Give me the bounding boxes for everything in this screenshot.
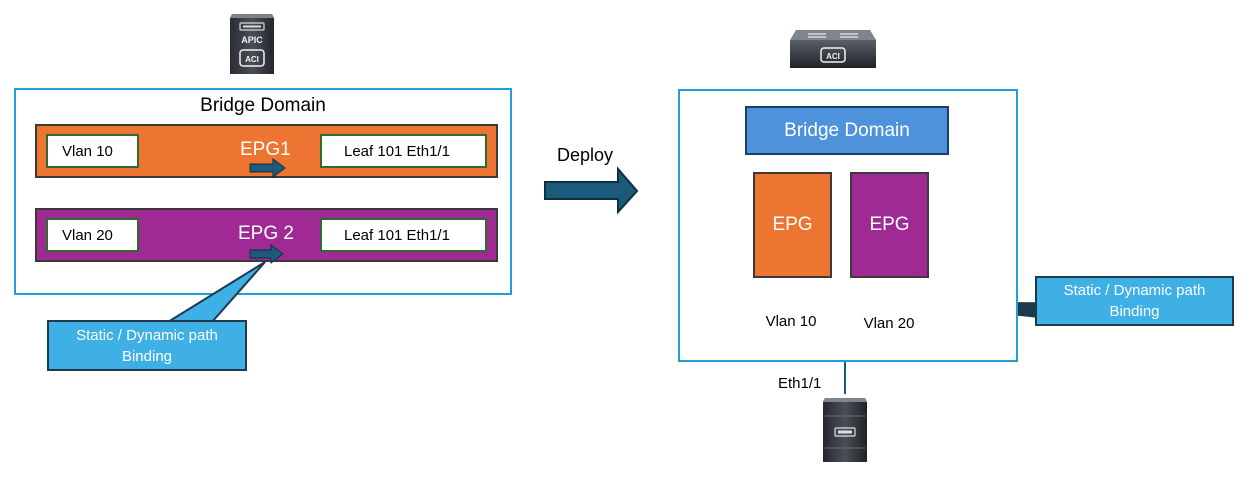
right-bridge-domain-box: Bridge Domain — [745, 106, 949, 155]
epg1-small-arrow — [249, 158, 286, 178]
server-icon — [821, 396, 869, 464]
epg2-label: EPG 2 — [238, 223, 294, 244]
left-callout-pointer — [164, 261, 266, 323]
deploy-label: Deploy — [557, 145, 614, 165]
left-callout-line2: Binding — [121, 347, 173, 365]
right-callout-line2: Binding — [1109, 303, 1160, 320]
switch-icon-label: ACI — [826, 52, 840, 61]
port-label: Eth1/1 — [778, 375, 822, 392]
apic-icon-sub: ACI — [245, 55, 259, 64]
right-callout-line1: Static / Dynamic path — [1063, 282, 1206, 299]
left-callout-box: Static / Dynamic path Binding — [47, 320, 247, 371]
left-callout-line1: Static / Dynamic path — [76, 326, 218, 344]
apic-icon-label: APIC — [241, 35, 263, 45]
apic-controller-icon: APIC ACI — [228, 10, 276, 76]
right-vlan10-label: Vlan 10 — [765, 313, 817, 330]
right-vlan20-label: Vlan 20 — [863, 315, 915, 332]
right-epg-vlan20: EPG — [850, 172, 929, 278]
aci-switch-icon: ACI — [788, 28, 878, 70]
right-callout-box: Static / Dynamic path Binding — [1035, 276, 1234, 326]
epg1-leaf-box: Leaf 101 Eth1/1 — [320, 134, 487, 168]
left-bridge-domain-title: Bridge Domain — [200, 95, 326, 116]
right-epg-vlan10: EPG — [753, 172, 832, 278]
epg2-leaf-box: Leaf 101 Eth1/1 — [320, 218, 487, 252]
epg2-vlan-box: Vlan 20 — [46, 218, 139, 252]
epg2-small-arrow — [249, 244, 284, 264]
epg1-vlan-box: Vlan 10 — [46, 134, 139, 168]
epg1-label: EPG1 — [240, 139, 291, 160]
deploy-arrow — [544, 166, 639, 215]
